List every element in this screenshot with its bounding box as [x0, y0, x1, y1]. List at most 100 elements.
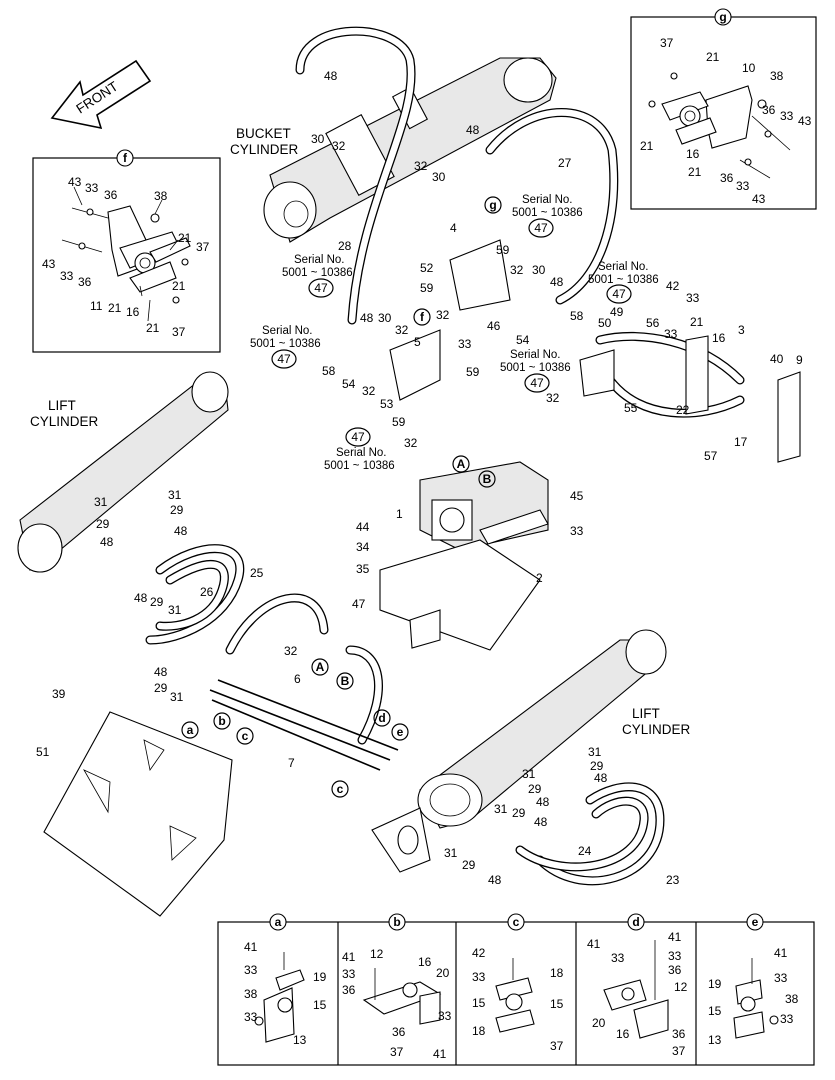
- callout: 15: [472, 996, 486, 1010]
- callout: 37: [672, 1044, 686, 1058]
- serial-note-6: Serial No. 5001 ~ 10386 47: [324, 427, 395, 472]
- callout: 15: [313, 998, 327, 1012]
- callout: Serial No.: [294, 254, 345, 266]
- marker-A: A: [457, 457, 466, 471]
- callout: 41: [774, 946, 788, 960]
- callout: 16: [418, 955, 432, 969]
- callout: 41: [342, 950, 356, 964]
- callout: 32: [284, 644, 298, 658]
- panel-a-label: a: [275, 915, 282, 929]
- callout: 43: [42, 257, 56, 271]
- callout: 33: [60, 269, 74, 283]
- callout: 33: [458, 337, 472, 351]
- callout: 21: [178, 231, 192, 245]
- callout: 37: [196, 240, 210, 254]
- callout: 31: [522, 767, 536, 781]
- callout: 33: [244, 963, 258, 977]
- callout: 33: [780, 109, 794, 123]
- lift-cylinder-right-label: CYLINDER: [622, 722, 691, 737]
- inset-f-label: f: [123, 151, 128, 165]
- callout: 32: [332, 139, 346, 153]
- callout: 59: [392, 415, 406, 429]
- panel-d-label: d: [632, 915, 639, 929]
- callout: 31: [168, 603, 182, 617]
- callout: 37: [390, 1045, 404, 1059]
- callout: 33: [472, 970, 486, 984]
- callout: 33: [686, 291, 700, 305]
- marker-f: f: [420, 310, 425, 324]
- callout: 24: [578, 844, 592, 858]
- callout: 42: [472, 946, 486, 960]
- marker-g: g: [489, 198, 496, 212]
- callout: 54: [516, 333, 530, 347]
- serial-note-2: Serial No. 5001 ~ 10386 47: [282, 254, 353, 298]
- panel-b: 41 12 16 33 20 36 36 33 37 41: [342, 947, 452, 1061]
- callout: 41: [668, 930, 682, 944]
- callout: 35: [356, 562, 370, 576]
- marker-a: a: [187, 723, 194, 737]
- callout: 5001 ~ 10386: [588, 274, 659, 286]
- callout: 48: [360, 311, 374, 325]
- callout: 16: [616, 1027, 630, 1041]
- callout: 44: [356, 520, 370, 534]
- callout: 33: [780, 1012, 794, 1026]
- callout: 22: [676, 403, 690, 417]
- callout: 20: [436, 966, 450, 980]
- callout: 36: [78, 275, 92, 289]
- callout: 46: [487, 319, 501, 333]
- callout: 33: [244, 1010, 258, 1024]
- panel-a: 41 33 19 38 15 33 13: [244, 940, 327, 1047]
- callout: 5001 ~ 10386: [250, 338, 321, 350]
- callout: 4: [450, 221, 457, 235]
- callout: 47: [314, 281, 328, 295]
- callout: 48: [466, 123, 480, 137]
- hoses: [145, 26, 745, 886]
- callout: 41: [433, 1047, 447, 1061]
- callout: 1: [396, 507, 403, 521]
- panel-e-label: e: [752, 915, 759, 929]
- callout: Serial No.: [522, 194, 573, 206]
- callout: 3: [738, 323, 745, 337]
- main-callouts: 48 30 32 48 32 30 27 28 4 59 52 32 30 48…: [36, 69, 803, 887]
- callout: 19: [313, 970, 327, 984]
- bucket-cylinder-label: CYLINDER: [230, 142, 299, 157]
- callout: 19: [708, 977, 722, 991]
- marker-A: A: [316, 660, 325, 674]
- callout: 38: [244, 987, 258, 1001]
- callout: 18: [472, 1024, 486, 1038]
- callout: 33: [664, 327, 678, 341]
- callout: 38: [770, 69, 784, 83]
- callout: 33: [570, 524, 584, 538]
- callout: 53: [380, 397, 394, 411]
- callout: 7: [288, 756, 295, 770]
- callout: 29: [512, 806, 526, 820]
- callout: 57: [704, 449, 718, 463]
- callout: 29: [590, 759, 604, 773]
- callout: 30: [432, 170, 446, 184]
- lift-cylinder-right: LIFT CYLINDER: [371, 629, 691, 873]
- callout: 36: [104, 188, 118, 202]
- callout: 48: [174, 524, 188, 538]
- callout: 11: [90, 299, 103, 313]
- callout: 26: [200, 585, 214, 599]
- callout: 29: [150, 595, 164, 609]
- callout: 13: [293, 1033, 307, 1047]
- front-arrow: FRONT: [50, 59, 152, 130]
- callout: 23: [666, 873, 680, 887]
- callout: 12: [370, 947, 384, 961]
- callout: 25: [250, 566, 264, 580]
- callout: 54: [342, 377, 356, 391]
- callout: Serial No.: [598, 261, 649, 273]
- callout: 10: [742, 61, 756, 75]
- callout: 30: [311, 132, 325, 146]
- callout: 47: [352, 597, 366, 611]
- callout: 16: [126, 305, 140, 319]
- callout: 31: [444, 846, 458, 860]
- serial-note-1: Serial No. 5001 ~ 10386 47: [512, 194, 583, 238]
- callout: 31: [588, 745, 602, 759]
- callout: 47: [351, 430, 365, 444]
- callout: 29: [96, 517, 110, 531]
- callout: 33: [342, 967, 356, 981]
- callout: 32: [404, 436, 418, 450]
